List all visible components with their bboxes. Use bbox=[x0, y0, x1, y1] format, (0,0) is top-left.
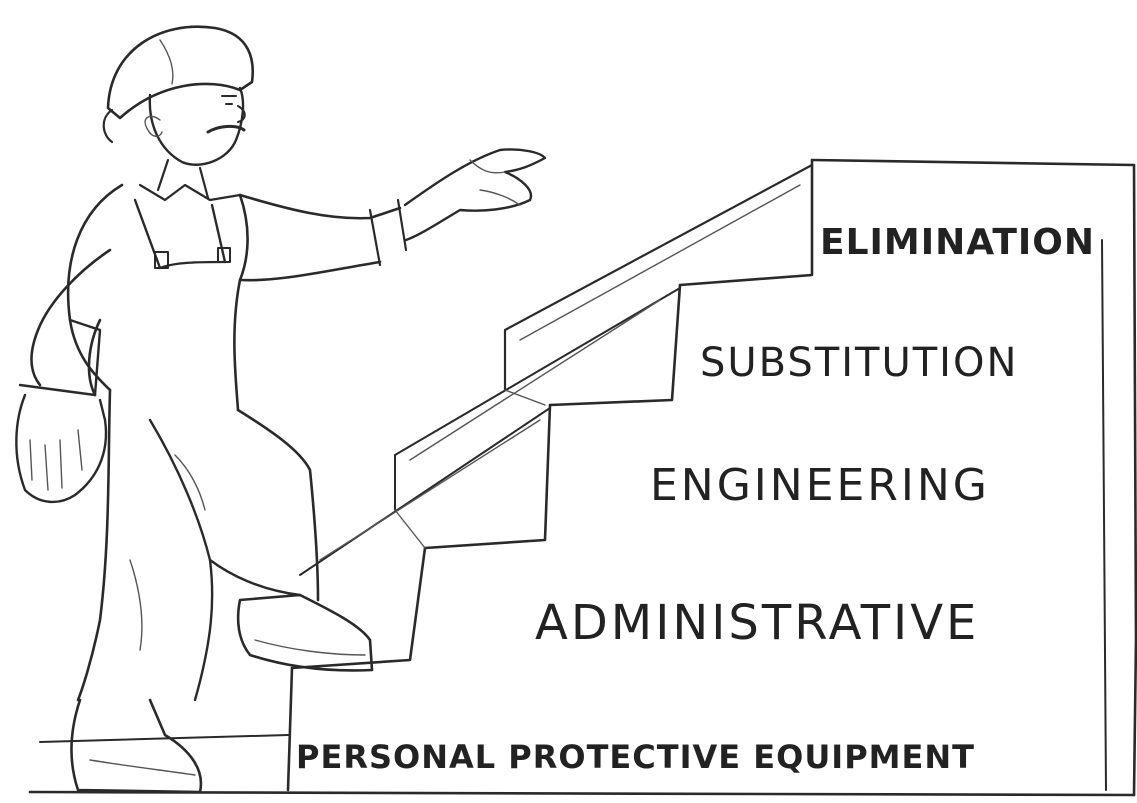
level-label-administrative: ADMINISTRATIVE bbox=[535, 595, 980, 651]
level-label-elimination: ELIMINATION bbox=[820, 222, 1096, 263]
worker-figure bbox=[15, 25, 547, 794]
level-label-ppe: PERSONAL PROTECTIVE EQUIPMENT bbox=[296, 738, 975, 776]
staircase bbox=[28, 158, 1137, 797]
level-label-substitution: SUBSTITUTION bbox=[700, 340, 1019, 386]
level-label-engineering: ENGINEERING bbox=[650, 460, 990, 511]
